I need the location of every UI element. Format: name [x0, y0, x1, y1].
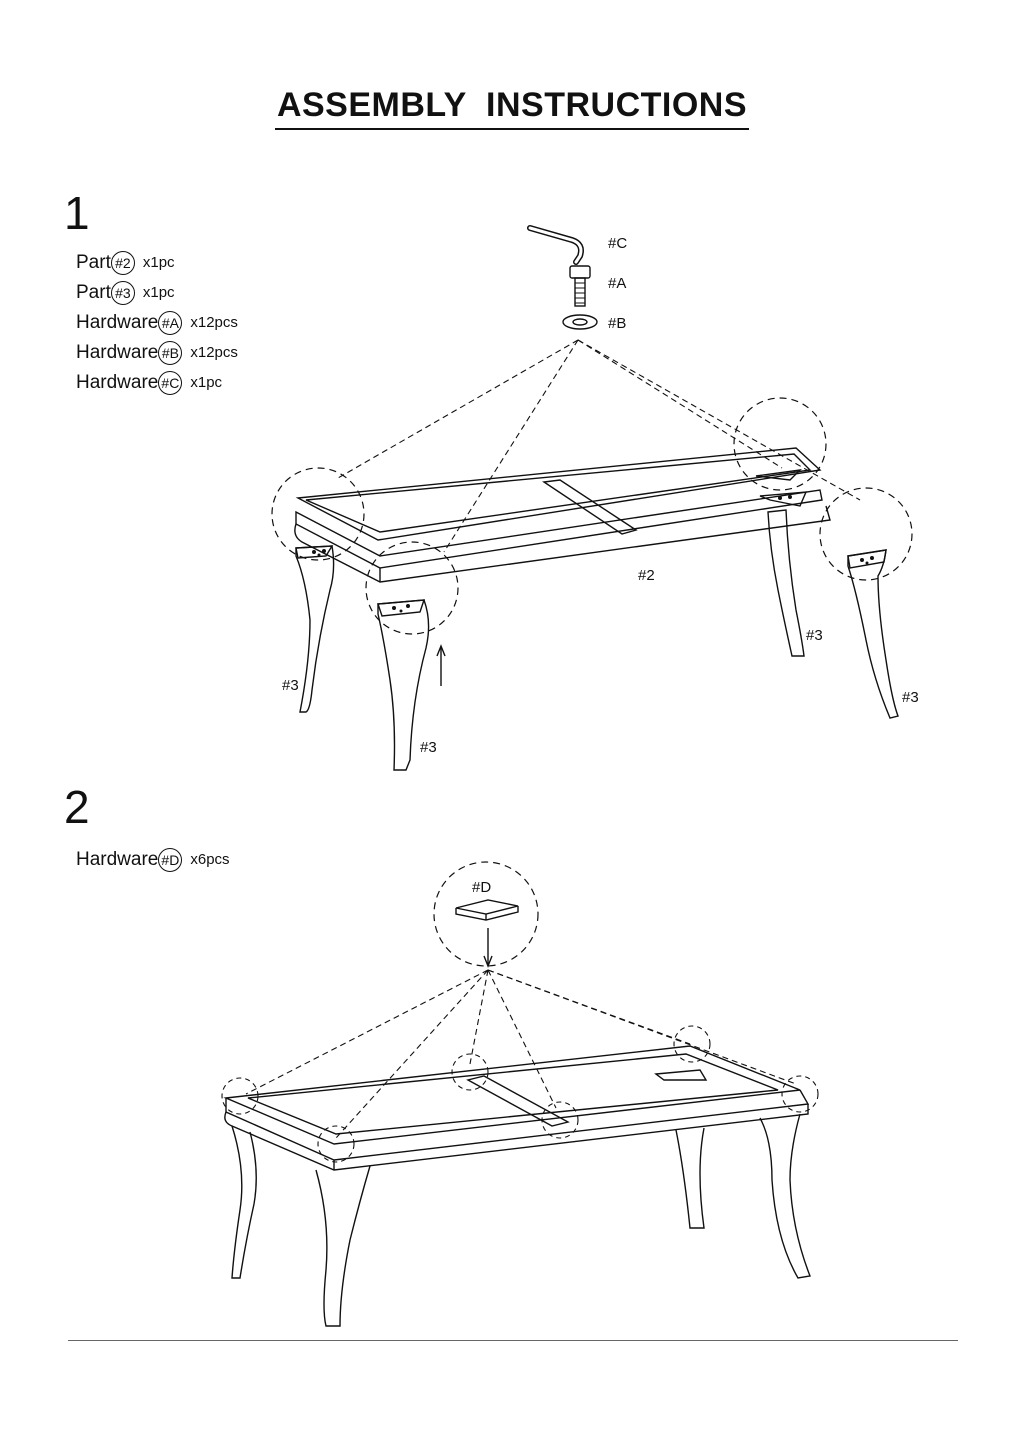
part-row: Part #3 x1pc [76, 278, 238, 308]
part-qty: x12pcs [190, 344, 238, 361]
part-row: Hardware #A x12pcs [76, 308, 238, 338]
footer-divider [68, 1340, 958, 1341]
table-leg [767, 509, 805, 657]
title-text: ASSEMBLY INSTRUCTIONS [274, 86, 750, 130]
table-leg [315, 1165, 371, 1327]
part-qty: x1pc [190, 374, 223, 391]
table-leg [377, 599, 430, 771]
part-code-badge: #A [158, 311, 183, 335]
arrow-up-icon [436, 644, 446, 686]
part-qty: x1pc [142, 284, 175, 301]
step-1-illustration: #C #A #B #2 #3 #3 #3 #3 [271, 225, 919, 771]
callout-b: #B [608, 315, 626, 332]
part-label: Hardware [76, 342, 159, 363]
part-qty: x12pcs [190, 314, 238, 331]
callout-frame: #2 [638, 567, 655, 584]
step-2-parts-list: Hardware #D x6pcs [76, 845, 230, 875]
step-1-number: 1 [64, 187, 90, 239]
callout-a: #A [608, 275, 626, 292]
table-leg [675, 1127, 705, 1229]
bolt-icon [569, 265, 591, 307]
part-row: Hardware #B x12pcs [76, 338, 238, 368]
part-code-badge: #B [158, 341, 183, 365]
page-title: ASSEMBLY INSTRUCTIONS [0, 86, 1024, 130]
part-row: Hardware #D x6pcs [76, 845, 230, 875]
table-leg [759, 1113, 811, 1279]
table-frame [223, 1045, 810, 1171]
callout-leg: #3 [420, 739, 437, 756]
part-qty: x1pc [142, 254, 175, 271]
step-1-parts-list: Part #2 x1pc Part #3 x1pc Hardware #A x1… [76, 248, 238, 398]
part-qty: x6pcs [190, 851, 230, 868]
table-leg [295, 545, 335, 713]
table-leg [231, 1125, 257, 1279]
table-frame [294, 447, 831, 583]
part-code-badge: #3 [110, 281, 135, 305]
wood-block-icon [455, 899, 519, 921]
callout-leg: #3 [806, 627, 823, 644]
callout-leg: #3 [902, 689, 919, 706]
step-2-illustration: #D [221, 861, 819, 1327]
part-label: Part [76, 252, 111, 273]
part-label: Part [76, 282, 111, 303]
callout-leg: #3 [282, 677, 299, 694]
step-2-number: 2 [64, 781, 90, 833]
arrow-down-icon [483, 928, 493, 968]
part-row: Hardware #C x1pc [76, 368, 238, 398]
part-code-badge: #2 [110, 251, 135, 275]
table-leg [847, 549, 899, 719]
washer-icon [562, 314, 598, 330]
part-label: Hardware [76, 372, 159, 393]
allen-key-icon [527, 225, 584, 265]
callout-d: #D [472, 879, 491, 896]
part-code-badge: #D [158, 848, 183, 872]
part-label: Hardware [76, 849, 159, 870]
part-code-badge: #C [158, 371, 183, 395]
callout-c: #C [608, 235, 627, 252]
part-row: Part #2 x1pc [76, 248, 238, 278]
part-label: Hardware [76, 312, 159, 333]
